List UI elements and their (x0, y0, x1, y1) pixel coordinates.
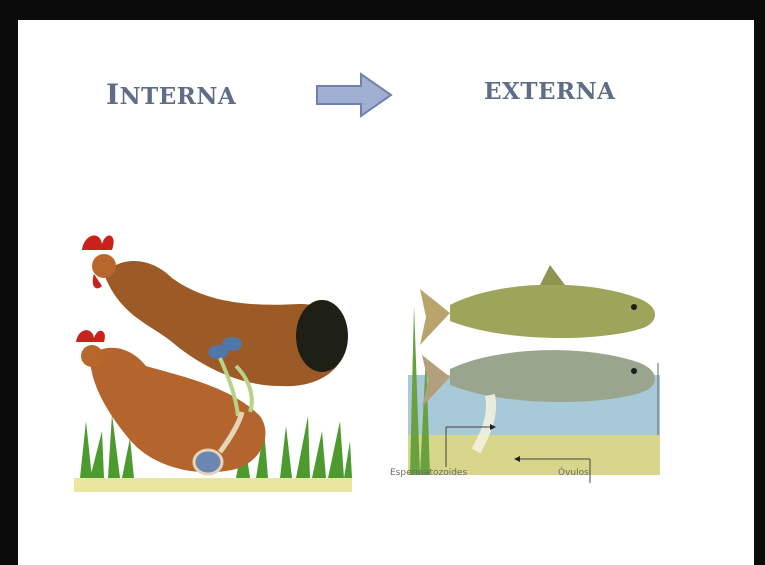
heading-interna: INTERNA (106, 78, 236, 111)
right-arrow-icon (315, 70, 395, 120)
caption-espermatozoides: Espermatozoides (390, 468, 467, 478)
fish-illustration (390, 245, 672, 495)
heading-externa: EXTERNA (484, 78, 616, 105)
caption-ovulos: Óvulos (558, 468, 589, 478)
hen-illustration (60, 216, 352, 496)
